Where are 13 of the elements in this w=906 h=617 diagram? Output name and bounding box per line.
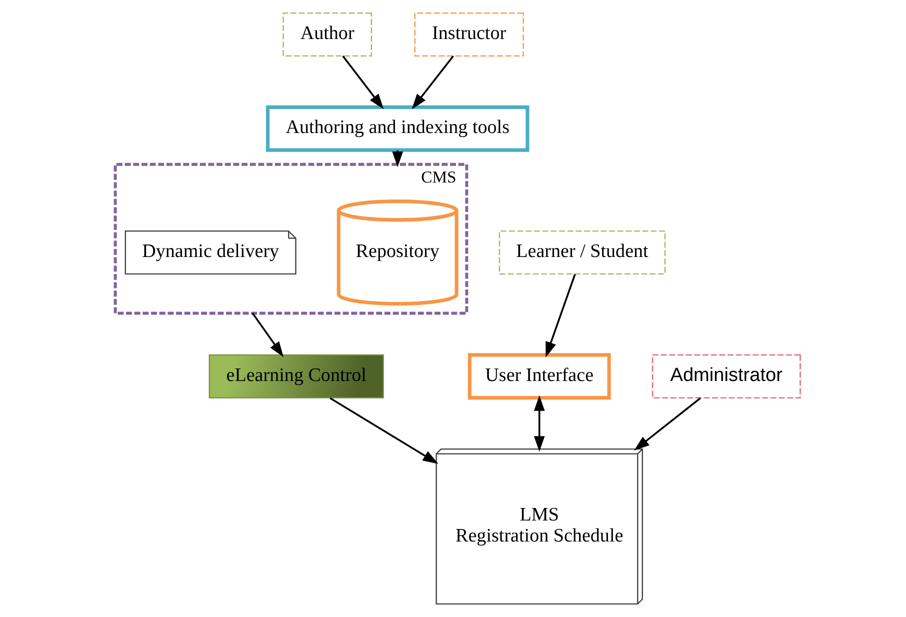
node-box: eLearning Control <box>208 354 384 398</box>
node-box: Instructor <box>414 12 524 57</box>
node-box: User Interface <box>468 353 611 400</box>
node-box: Administrator <box>652 354 801 398</box>
node-box: Learner / Student <box>498 230 666 275</box>
arrow <box>342 56 384 110</box>
arrow <box>412 56 454 110</box>
arrow <box>634 397 701 451</box>
arrow <box>330 397 438 464</box>
arrow <box>546 274 576 358</box>
arrow <box>252 312 284 358</box>
node-box: Author <box>282 12 372 57</box>
arrow <box>534 395 545 452</box>
